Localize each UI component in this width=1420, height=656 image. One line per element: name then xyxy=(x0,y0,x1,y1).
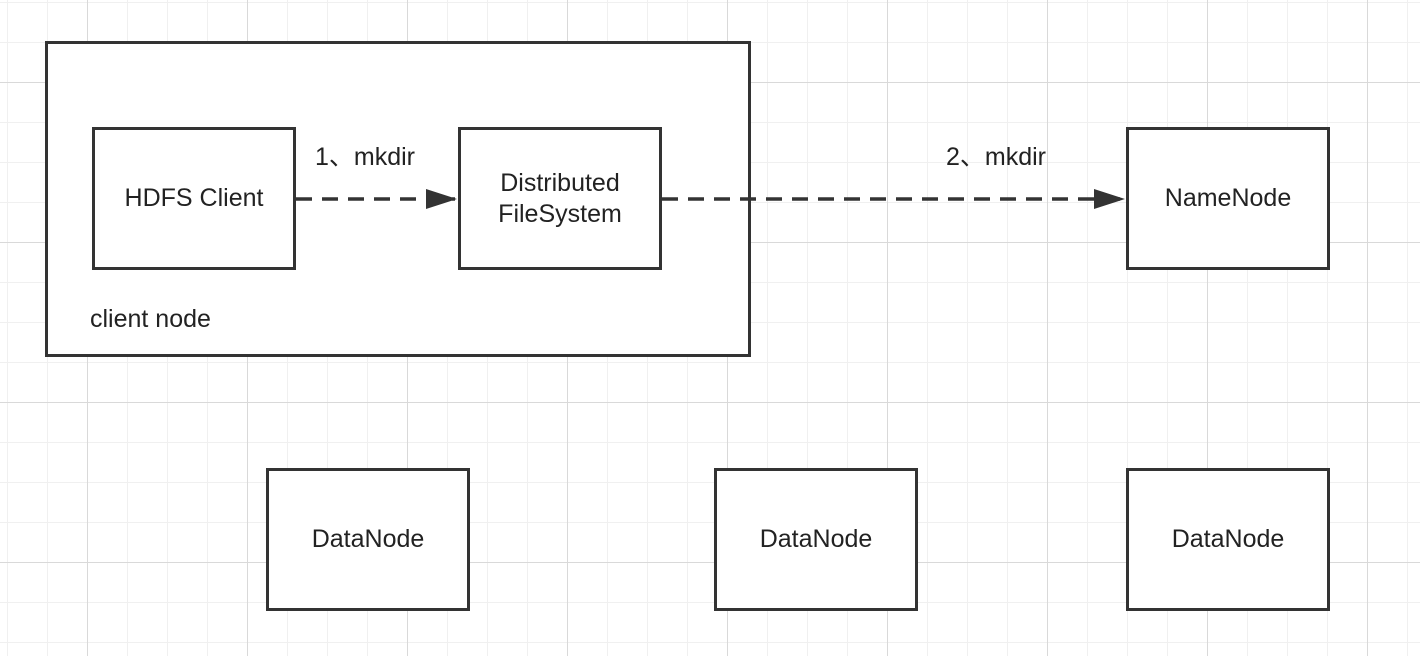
datanode-label-3: DataNode xyxy=(1171,525,1285,553)
datanode-box-2[interactable]: DataNode xyxy=(714,468,918,611)
datanode-label-2: DataNode xyxy=(759,525,873,553)
distributed-filesystem-box[interactable]: Distributed FileSystem xyxy=(458,127,662,270)
datanode-label-1: DataNode xyxy=(311,525,425,553)
hdfs-client-box[interactable]: HDFS Client xyxy=(92,127,296,270)
namenode-label: NameNode xyxy=(1164,184,1292,212)
edge-label-step2: 2、mkdir xyxy=(946,143,1047,171)
hdfs-client-label: HDFS Client xyxy=(124,184,264,212)
distributed-filesystem-label: Distributed FileSystem xyxy=(498,168,622,230)
arrowhead-1-icon xyxy=(426,189,457,209)
datanode-box-1[interactable]: DataNode xyxy=(266,468,470,611)
distributed-filesystem-line2: FileSystem xyxy=(498,199,622,228)
distributed-filesystem-line1: Distributed xyxy=(500,168,620,197)
arrowhead-2-icon xyxy=(1094,189,1125,209)
edge-label-step1: 1、mkdir xyxy=(315,143,416,171)
client-node-label: client node xyxy=(90,305,211,333)
namenode-box[interactable]: NameNode xyxy=(1126,127,1330,270)
datanode-box-3[interactable]: DataNode xyxy=(1126,468,1330,611)
